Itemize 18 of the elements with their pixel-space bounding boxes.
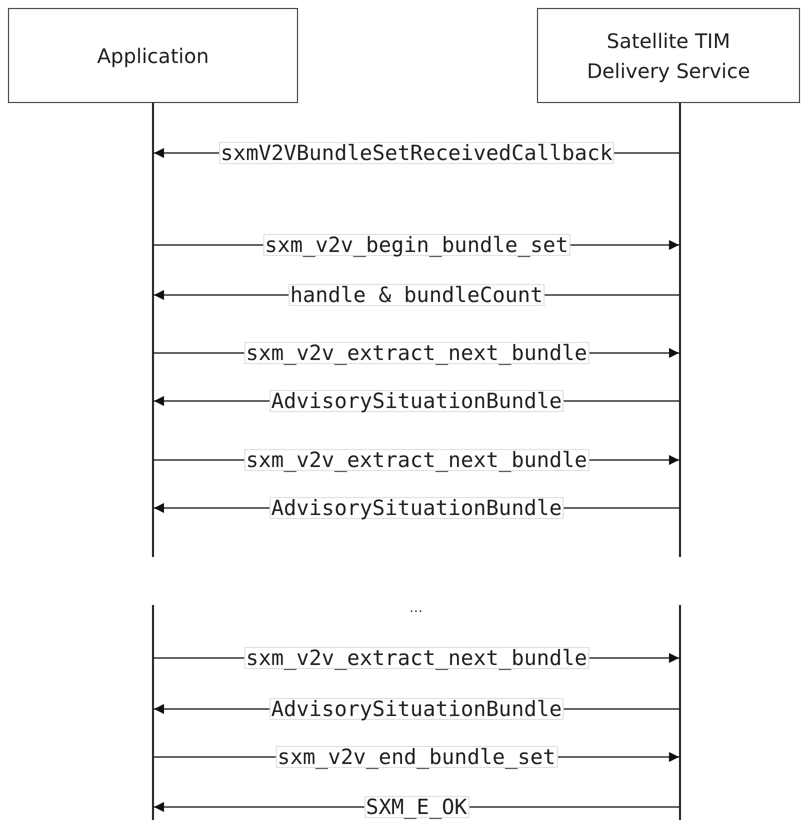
lifeline <box>679 605 681 820</box>
edge-label: handle & bundleCount <box>288 284 545 306</box>
lifeline-header-box: Satellite TIM Delivery Service <box>537 8 800 103</box>
lifeline <box>152 605 154 820</box>
edge-label: AdvisorySituationBundle <box>269 497 564 519</box>
edge-label: sxmV2VBundleSetReceivedCallback <box>218 142 614 164</box>
lifeline-header-box: Application <box>8 8 298 103</box>
ellipsis-note: ... <box>409 600 423 616</box>
lifeline <box>152 103 154 557</box>
edge-label: sxm_v2v_extract_next_bundle <box>244 342 590 364</box>
edge-label: SXM_E_OK <box>364 796 470 818</box>
edge-label: sxm_v2v_extract_next_bundle <box>244 449 590 471</box>
edge-label: AdvisorySituationBundle <box>269 698 564 720</box>
edge-label: AdvisorySituationBundle <box>269 390 564 412</box>
edge-label: sxm_v2v_extract_next_bundle <box>244 647 590 669</box>
edge-label: sxm_v2v_begin_bundle_set <box>262 234 570 256</box>
edge-label: sxm_v2v_end_bundle_set <box>275 746 558 768</box>
lifeline <box>679 103 681 557</box>
